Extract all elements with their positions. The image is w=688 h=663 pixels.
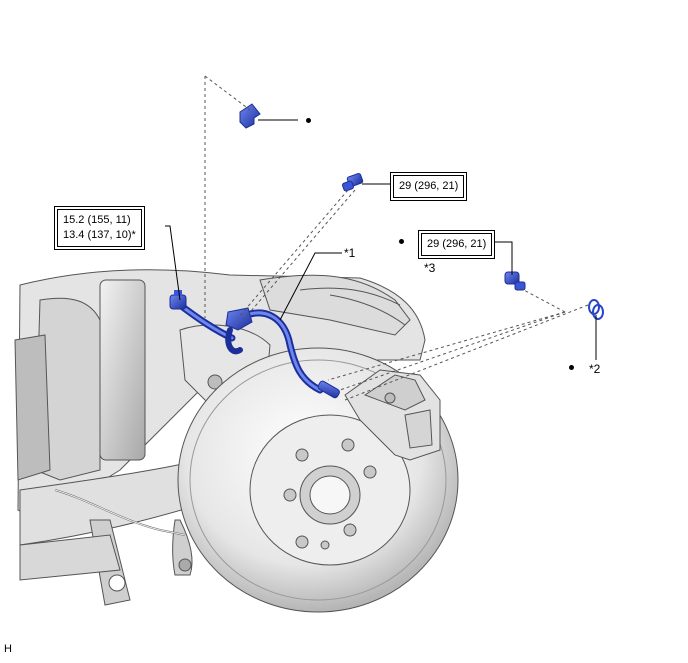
figure-reference: H [4, 643, 12, 655]
dashed-leaders [204, 75, 589, 401]
hose-union [169, 290, 187, 310]
callout-2: *2 [589, 362, 601, 376]
torque-value-secondary: 13.4 (137, 10)* [63, 229, 136, 241]
suspension-body [14, 269, 426, 606]
torque-box-upper-bolt: 29 (296, 21) [390, 172, 468, 201]
callout-1: *1 [344, 246, 356, 260]
replace-marker-gasket [569, 365, 574, 370]
replace-marker-clip [306, 118, 311, 123]
torque-text-hose-union: 15.2 (155, 11) 13.4 (137, 10)* [57, 209, 142, 247]
gasket-part [588, 299, 604, 320]
torque-value-union-bolt: 29 (296, 21) [421, 233, 493, 256]
clip-part [239, 103, 261, 129]
brake-caliper [344, 369, 441, 461]
torque-value-upper-bolt: 29 (296, 21) [393, 175, 465, 198]
upper-bolt [341, 172, 364, 192]
replace-marker-union-bolt [399, 239, 404, 244]
leader-lines [165, 119, 597, 360]
torque-box-union-bolt: 29 (296, 21) [418, 230, 496, 259]
torque-value-primary: 15.2 (155, 11) [63, 214, 131, 226]
union-bolt [504, 271, 526, 291]
callout-3: *3 [424, 261, 436, 275]
hose-bracket [225, 307, 253, 331]
torque-box-hose-union: 15.2 (155, 11) 13.4 (137, 10)* [54, 206, 145, 250]
